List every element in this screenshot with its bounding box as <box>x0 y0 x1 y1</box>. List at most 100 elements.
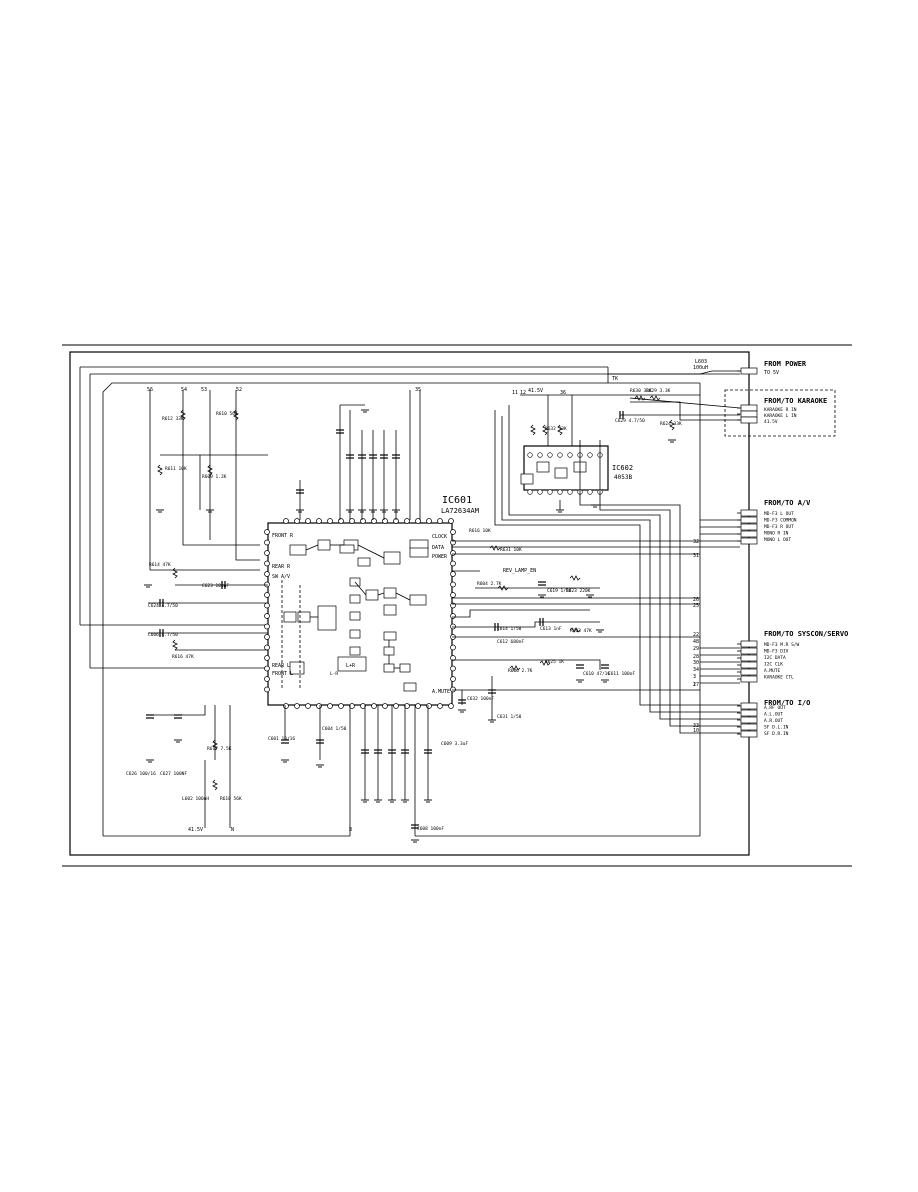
signal-label: MONO R IN <box>764 531 789 537</box>
connector-pin <box>740 410 758 418</box>
ic601-pin <box>316 703 322 709</box>
signal-label: A.R.OUT <box>764 718 783 724</box>
part-label: R623 220K <box>566 588 591 594</box>
pin-number: 35 <box>415 387 421 393</box>
resistor <box>497 585 509 591</box>
resistor <box>207 464 213 476</box>
signal-label: MD-F3 COMMON <box>764 518 797 524</box>
ic601-pins-left <box>264 529 270 693</box>
part-label: C613 1nF <box>540 626 562 632</box>
ground-symbols <box>144 409 676 843</box>
connector-pin <box>740 661 758 669</box>
part-label: C612 680nF <box>497 639 524 645</box>
ic602-pin <box>557 489 563 495</box>
resistor <box>180 409 186 421</box>
ic601-pin <box>283 518 289 524</box>
ic601-pin <box>294 703 300 709</box>
connector-pin <box>740 516 758 524</box>
part-label: R618 56K <box>220 796 242 802</box>
ic601-pin <box>382 518 388 524</box>
part-label: R604 2.7K <box>477 581 502 587</box>
ic601-pin <box>450 560 456 567</box>
signal-label: A.RF OUT <box>764 705 786 711</box>
schematic-frame <box>69 351 750 856</box>
part-label: R616 10K <box>469 528 491 534</box>
ic602-pin <box>547 452 553 458</box>
ic601-pin <box>305 703 311 709</box>
part-label: L602 100uH <box>182 796 209 802</box>
ic602-pin <box>527 489 533 495</box>
ic602-pin <box>567 489 573 495</box>
connector-pin <box>740 723 758 731</box>
tk-label: TK <box>612 376 618 382</box>
pin-number: 54 <box>181 387 187 393</box>
connector-pin <box>740 702 758 710</box>
part-label: C627 100NF <box>160 771 187 777</box>
ic601-ref: IC601 <box>442 495 472 506</box>
ic601-pin <box>264 592 270 598</box>
ic602-pin <box>557 452 563 458</box>
block-a-mute: A.MUTE <box>432 689 450 695</box>
signal-label: MONO L OUT <box>764 537 791 543</box>
ic601-pin <box>450 592 456 598</box>
signal-label: 41.5V <box>764 419 778 425</box>
signal-label: KARAOKE L IN <box>764 413 797 419</box>
resistor <box>669 419 675 431</box>
ic601-pin <box>382 703 388 709</box>
ic601-pin <box>360 518 366 524</box>
connector-pin <box>740 404 758 412</box>
signal-label: I2C CLK <box>764 662 783 668</box>
part-label: C632 100nF <box>467 696 494 702</box>
part-label: R624 33K <box>660 421 682 427</box>
ic601-pin <box>264 602 270 609</box>
resistor <box>539 660 551 666</box>
resistor <box>172 639 178 651</box>
part-label: R611 10K <box>165 466 187 472</box>
karaoke-box <box>724 389 836 437</box>
part-label: R603 47K <box>570 628 592 634</box>
ic601-pin <box>426 703 432 709</box>
pin-number: 28 <box>693 654 699 660</box>
block-sw-av: SW A/V <box>272 574 290 580</box>
part-label: C619 1/50 <box>547 588 572 594</box>
ic602-pin <box>547 489 553 495</box>
resistor <box>157 464 163 476</box>
block-rear-l: REAR L <box>272 663 290 669</box>
pin-number: 30 <box>693 660 699 666</box>
connector-pin <box>740 716 758 724</box>
pin-number: 12 <box>520 390 526 396</box>
ic601-pin <box>327 518 333 524</box>
ic601-pin <box>448 518 454 524</box>
connector-pin <box>740 523 758 531</box>
signal-label: SF D.R.IN <box>764 731 789 737</box>
part-label: C626 100/16 <box>126 771 156 777</box>
resistor <box>172 567 178 579</box>
ic601-pin <box>264 613 270 619</box>
part-label: C614 1/50 <box>497 626 522 632</box>
block-power: POWER <box>432 554 448 560</box>
ic601-pins-right <box>450 529 456 693</box>
block-clock: CLOCK <box>432 534 447 540</box>
ic601-pin <box>264 655 270 661</box>
connector-pin <box>740 709 758 717</box>
ic601-pin <box>448 703 454 709</box>
pin-number: 53 <box>201 387 207 393</box>
resistor <box>649 395 661 401</box>
pin-number: 31 <box>693 553 699 559</box>
signal-label: SF D.L.IN <box>764 725 789 731</box>
ic601-pin <box>450 655 456 661</box>
block-front-r: FRONT R <box>272 533 294 539</box>
header-power: FROM POWER <box>764 360 807 368</box>
pin-number: 33 <box>693 723 699 729</box>
ic602-pin <box>537 452 543 458</box>
part-label: R609 1.2K <box>202 474 227 480</box>
pin-number: 32 <box>693 539 699 545</box>
ic601-pin <box>450 686 456 693</box>
pin-number: 48 <box>693 639 699 645</box>
ic602-part: 4053B <box>614 474 632 481</box>
part-label: R629 3.3K <box>646 388 671 394</box>
pin-number: 10 <box>693 728 699 734</box>
part-label: C631 1/50 <box>497 714 522 720</box>
